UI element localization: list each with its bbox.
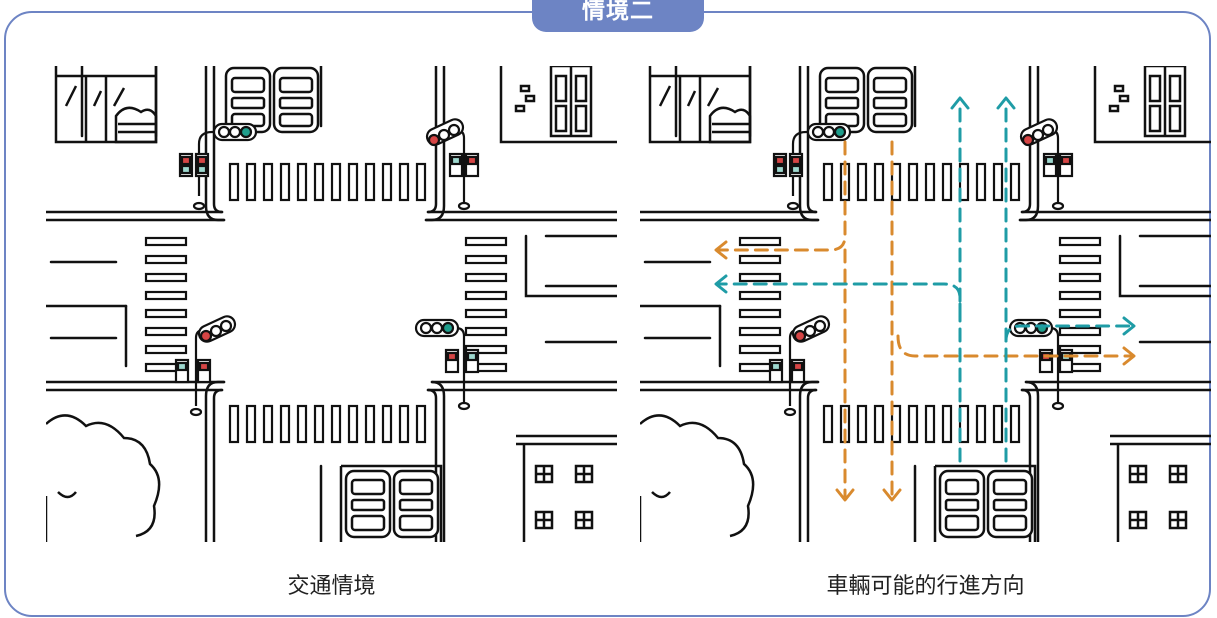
orange-arrow-left-turn [716,140,847,252]
orange-direction-arrows [716,140,1134,498]
crosswalk-bottom [228,404,427,444]
teal-arrow-left-turn [716,282,962,318]
car-top [818,66,914,134]
panel-traffic-scene [46,66,617,542]
teal-arrowheads [714,96,1136,336]
traffic-light-bottom-right [414,318,480,411]
traffic-light-bottom-left [174,315,237,417]
teal-direction-arrows [716,100,1134,463]
building-bottom-right [1110,434,1211,542]
tree-icon [640,414,755,542]
car-top [224,66,320,134]
building-top-right [1093,66,1211,144]
traffic-light-top-left [178,122,258,211]
building-top-left [54,66,158,144]
tree-icon [46,414,161,542]
crosswalk-right [1058,236,1102,373]
car-bottom [339,464,443,542]
crosswalk-top [822,162,1021,202]
building-bottom-right [516,434,617,542]
orange-arrow-right-turn [896,334,1134,358]
teal-arrow-right-turn [1004,324,1134,343]
building-top-left [648,66,752,144]
crosswalk-bottom [822,404,1021,444]
caption-traffic-scene: 交通情境 [287,574,376,599]
road-lines [46,66,617,542]
caption-possible-directions: 車輛可能的行進方向 [826,574,1025,599]
traffic-light-top-right [425,118,480,211]
traffic-light-top-right [1019,118,1074,211]
panel-possible-directions [640,66,1211,542]
road-lines [640,66,1211,542]
scenario-title-tab: 情境二 [532,0,704,32]
traffic-light-bottom-right [1008,318,1074,411]
traffic-light-bottom-left [768,315,831,417]
crosswalk-top [228,162,427,202]
crosswalk-left [738,236,782,373]
building-top-right [499,66,617,144]
orange-arrowheads [714,240,1136,502]
traffic-light-top-left [772,122,852,211]
crosswalk-left [144,236,188,373]
car-bottom [933,464,1037,542]
